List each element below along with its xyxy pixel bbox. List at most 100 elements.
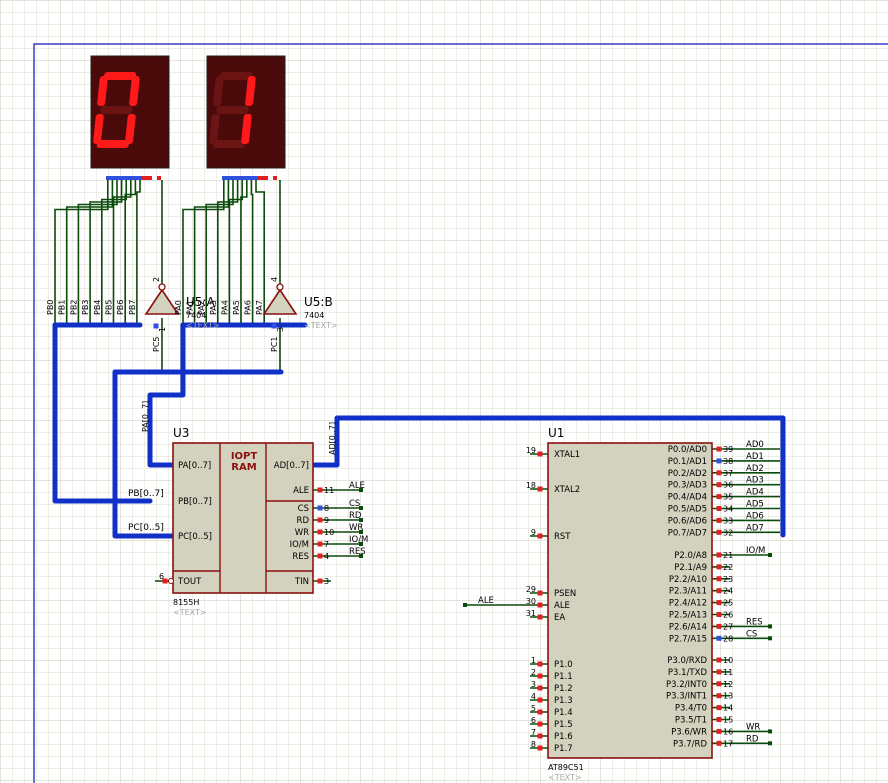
- ic-u1-pin-marker: [716, 576, 722, 582]
- porta-segment-wire: [182, 180, 225, 325]
- segment-e: [209, 114, 220, 144]
- ic-u1-pin-name: P3.7/RD: [673, 739, 707, 749]
- net-terminal: [359, 554, 363, 558]
- ic-u1-pin-name: P2.0/A8: [674, 551, 707, 561]
- net-terminal: [359, 542, 363, 546]
- inverter-pin-out: 4: [270, 277, 279, 282]
- ic-u3-pin-num: 11: [324, 486, 334, 495]
- ic-u3-ref: U3: [173, 426, 189, 440]
- ic-u1-pin-name: P3.6/WR: [671, 727, 707, 737]
- net-terminal: [359, 488, 363, 492]
- ic-u1-pin-name: XTAL1: [554, 450, 580, 460]
- ic-u1-pin-num: 22: [723, 563, 733, 572]
- porta-segment-wire: [193, 180, 230, 325]
- ic-u1-pin-name: P2.6/A14: [669, 622, 707, 632]
- ic-u1-pin-num: 13: [723, 692, 733, 701]
- ic-u1-at89c51: [547, 442, 713, 759]
- inverter-bubble: [158, 283, 166, 291]
- ic-u1-pin-name: XTAL2: [554, 485, 580, 495]
- display-common-pin: [157, 176, 161, 180]
- ic-u3-net-label: WR: [349, 523, 363, 533]
- segment-c: [125, 114, 136, 144]
- ic-u1-pin-name: P1.7: [554, 744, 573, 754]
- ic-u1-pin-num: 12: [723, 680, 733, 689]
- net-terminal: [768, 624, 772, 629]
- ic-u1-pin-marker: [537, 673, 543, 679]
- ic-u1-pin-marker: [716, 728, 722, 734]
- ic-u3-pin-name: TIN: [294, 577, 309, 587]
- ic-u1-text-placeholder: <TEXT>: [548, 773, 582, 782]
- ic-u3-pin-marker: [317, 541, 323, 547]
- ic-u1-pin-marker: [716, 669, 722, 675]
- ic-u1-pin-name: P1.0: [554, 660, 573, 670]
- ic-u1-pin-name: ALE: [554, 601, 570, 611]
- ic-u1-pin-name: P1.6: [554, 732, 573, 742]
- ic-u1-pin-marker: [537, 661, 543, 667]
- ic-u1-net-label: AD6: [746, 511, 764, 521]
- ic-u1-pin-num: 37: [723, 469, 733, 478]
- bus-label-pa: PA[0..7]: [141, 401, 150, 432]
- ic-u1-pin-marker: [537, 602, 543, 608]
- net-terminal: [359, 518, 363, 522]
- ic-u1-net-label: CS: [746, 629, 757, 639]
- net-terminal: [768, 636, 772, 641]
- ic-u1-pin-num: 31: [526, 609, 536, 618]
- ic-u3-pin-num: 7: [324, 540, 329, 549]
- ic-u1-pin-marker: [716, 482, 722, 488]
- portb-port-label: PB6: [116, 300, 125, 315]
- ic-u3-pin-name: TOUT: [177, 577, 202, 587]
- ic-u3-pin-num: 3: [324, 577, 329, 586]
- ic-u1-pin-marker: [716, 517, 722, 523]
- ic-u1-pin-num: 26: [723, 611, 733, 620]
- net-terminal: [359, 506, 363, 510]
- ic-u1-pin-num: 39: [723, 445, 733, 454]
- porta-port-label: PA3: [209, 300, 218, 315]
- ic-u1-pin-name: P1.3: [554, 696, 573, 706]
- ic-u1-pin-marker: [716, 600, 722, 606]
- ic-u1-pin-num: 24: [723, 587, 733, 596]
- ic-u1-net-label: AD1: [746, 452, 764, 462]
- ic-u1-pin-name: P0.5/AD5: [668, 505, 707, 515]
- ic-u1-pin-name: P0.0/AD0: [668, 445, 707, 455]
- bus-portb-drop: [52, 322, 153, 504]
- seven-segment-display-1: [90, 55, 170, 180]
- ic-body: [172, 442, 314, 594]
- ic-u1-pin-num: 3: [531, 680, 536, 689]
- ic-u3-8155h: [168, 442, 314, 594]
- net-terminal: [768, 553, 772, 557]
- ic-u1-pin-name: P0.1/AD1: [668, 457, 707, 467]
- ic-u1-pin-marker: [537, 745, 543, 751]
- ic-u3-title: RAM: [231, 462, 256, 473]
- ic-u1-net-label: AD2: [746, 464, 764, 474]
- ic-u1-pin-name: P1.4: [554, 708, 573, 718]
- ic-u1-pin-name: P1.2: [554, 684, 573, 694]
- inverter-u5-a: [144, 283, 180, 315]
- ic-u1-pin-name: P1.1: [554, 672, 573, 682]
- segment-b: [245, 76, 256, 106]
- ic-u1-pin-name: P3.1/TXD: [668, 668, 708, 678]
- segment-b: [129, 76, 140, 106]
- ic-u1-pin-marker: [537, 721, 543, 727]
- portb-port-label: PB2: [69, 300, 78, 315]
- ic-u1-pin-name: PSEN: [554, 589, 576, 599]
- portb-port-label: PB7: [128, 300, 137, 315]
- ic-u1-pin-marker: [537, 451, 543, 457]
- component-layer: [90, 55, 772, 759]
- ic-u1-pin-marker: [537, 709, 543, 715]
- inverter-pin-in: 1: [158, 327, 167, 332]
- ic-u1-pin-num: 4: [531, 692, 536, 701]
- ic-u3-pin-num: 8: [324, 504, 329, 513]
- ic-u3-pin-num: 6: [159, 572, 164, 581]
- bus-layer: [52, 322, 786, 539]
- wire-layer: [54, 180, 780, 749]
- portb-segment-wire: [89, 180, 123, 325]
- portb-port-label: PB3: [81, 300, 90, 315]
- ic-u1-net-label: AD3: [746, 476, 764, 486]
- ic-u1-pin-num: 34: [723, 505, 733, 514]
- ic-u1-pin-num: 32: [723, 528, 733, 537]
- ic-u1-pin-num: 36: [723, 481, 733, 490]
- ic-u3-pin-marker: [317, 487, 323, 493]
- ic-u3-pin-num: 10: [324, 528, 334, 537]
